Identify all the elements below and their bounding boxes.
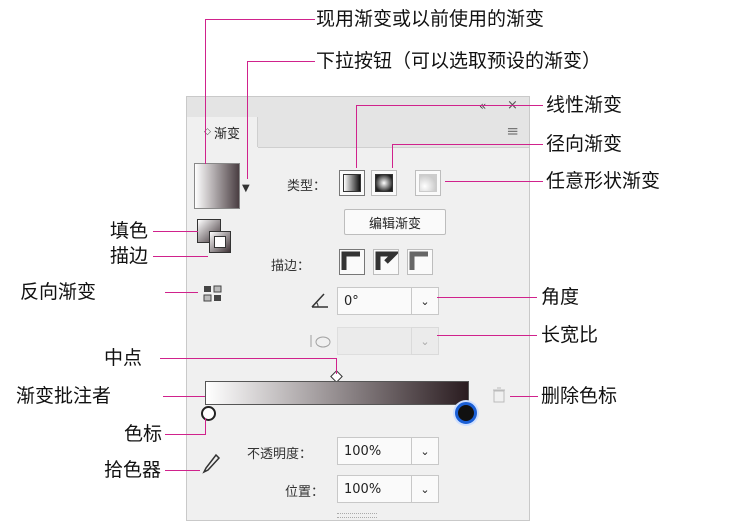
stroke-across-icon [409,251,428,270]
trash-icon[interactable] [492,387,506,407]
callout-freeform: 任意形状渐变 [546,170,661,192]
angle-dropdown-button[interactable]: ⌄ [411,287,439,315]
gradient-preset-dropdown-icon[interactable]: ▼ [242,183,250,194]
stroke-within-button[interactable] [339,249,365,275]
chevron-down-icon: ⌄ [420,482,430,496]
tab-gradient[interactable]: ◇ 渐变 [187,117,258,147]
tab-strip: ≡ [258,117,529,148]
freeform-gradient-button[interactable] [415,170,441,196]
aspect-dropdown-button[interactable]: ⌄ [411,327,439,355]
type-label: 类型： [287,179,327,194]
stroke-label: 描边： [271,259,311,274]
aspect-icon [309,333,331,353]
reverse-icon[interactable] [203,285,223,303]
panel-titlebar: « × [187,97,529,118]
location-dropdown-button[interactable]: ⌄ [411,475,439,503]
edit-gradient-button[interactable]: 编辑渐变 [344,209,446,235]
menu-icon[interactable]: ≡ [506,122,519,140]
callout-midpoint: 中点 [104,347,143,369]
callout-linear: 线性渐变 [546,94,623,116]
callout-radial: 径向渐变 [546,133,623,155]
color-stop-right[interactable] [455,402,477,424]
callout-fill: 填色 [110,220,149,242]
radial-icon [375,174,393,192]
linear-gradient-button[interactable] [339,170,365,196]
location-value: 100% [344,482,382,497]
opacity-dropdown-button[interactable]: ⌄ [411,437,439,465]
callout-current-gradient: 现用渐变或以前使用的渐变 [316,8,545,30]
gradient-slider[interactable] [205,381,469,405]
stroke-swatch[interactable] [209,231,231,253]
callout-stroke: 描边 [110,245,149,267]
collapse-icon[interactable]: « [479,99,487,113]
edit-gradient-label: 编辑渐变 [368,216,421,232]
angle-icon [311,292,329,312]
callout-aspect: 长宽比 [541,324,599,346]
chevron-down-icon: ⌄ [420,334,430,348]
stroke-along-button[interactable] [373,249,401,275]
tab-gradient-label: 渐变 [213,126,240,142]
callout-annotator: 渐变批注者 [16,385,112,407]
current-gradient-swatch[interactable] [194,163,240,209]
linear-icon [343,174,361,192]
callout-angle: 角度 [541,286,580,308]
angle-value: 0° [344,294,359,309]
stroke-across-button[interactable] [407,249,433,275]
callout-eyedropper: 拾色器 [104,459,162,481]
gradient-panel: « × ◇ 渐变 ≡ ▼ 类型： 编辑渐变 描边： [186,96,530,521]
color-stop-left[interactable] [201,406,216,421]
chevron-down-icon: ⌄ [420,444,430,458]
radial-gradient-button[interactable] [371,170,397,196]
tab-chevron-icon: ◇ [204,127,211,137]
callout-delete-stop: 删除色标 [541,385,618,407]
callout-dropdown-button: 下拉按钮（可以选取预设的渐变） [316,50,602,72]
callout-reverse: 反向渐变 [20,281,97,303]
freeform-icon [419,174,437,192]
stroke-along-icon [375,251,401,270]
callout-color-stop: 色标 [124,423,163,445]
location-label: 位置： [285,485,325,500]
opacity-value: 100% [344,444,382,459]
resize-grip[interactable] [337,513,377,518]
stroke-within-icon [341,251,360,270]
eyedropper-icon[interactable] [201,453,221,479]
chevron-down-icon: ⌄ [420,294,430,308]
opacity-label: 不透明度： [247,447,313,462]
